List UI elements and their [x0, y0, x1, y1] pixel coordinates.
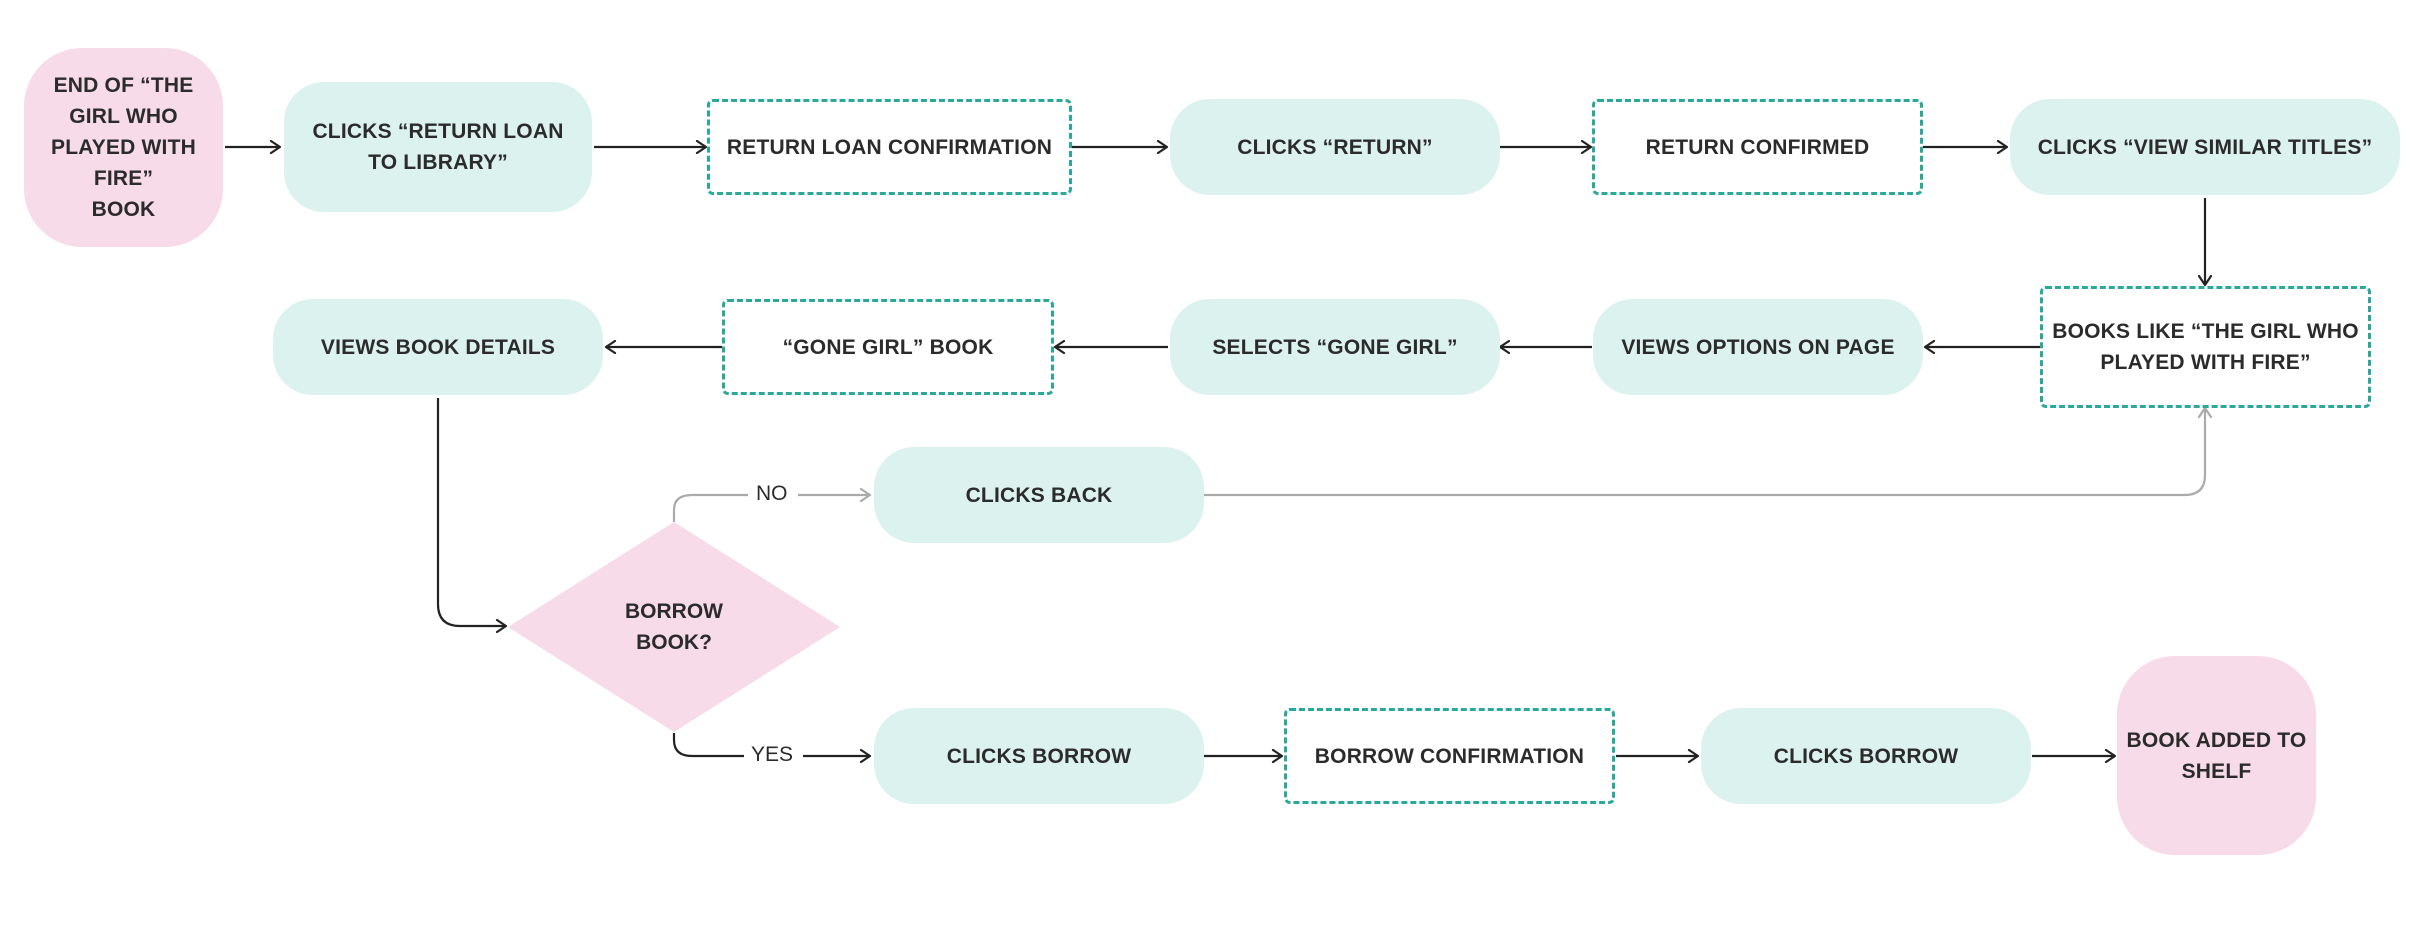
clicks-borrow-action-1: CLICKS BORROW [874, 708, 1204, 804]
selects-gone-girl-action: SELECTS “GONE GIRL” [1170, 299, 1500, 395]
clicks-return-label: CLICKS “RETURN” [1237, 135, 1433, 159]
return-confirmed-screen: RETURN CONFIRMED [1592, 99, 1923, 195]
views-options-label: VIEWS OPTIONS ON PAGE [1621, 335, 1895, 359]
views-options-action: VIEWS OPTIONS ON PAGE [1593, 299, 1923, 395]
books-like-screen: BOOKS LIKE “THE GIRL WHO PLAYED WITH FIR… [2040, 286, 2371, 408]
borrow-confirmation-label: BORROW CONFIRMATION [1314, 744, 1585, 768]
books-like-label: BOOKS LIKE “THE GIRL WHO PLAYED WITH FIR… [2052, 320, 2359, 374]
return-loan-action: CLICKS “RETURN LOAN TO LIBRARY” [284, 82, 592, 212]
gone-girl-book-screen: “GONE GIRL” BOOK [722, 299, 1054, 395]
clicks-back-action: CLICKS BACK [874, 447, 1204, 543]
end-node-label: BOOK ADDED TO SHELF [2126, 728, 2307, 783]
decision-diamond [508, 522, 840, 732]
clicks-borrow-label-2: CLICKS BORROW [1773, 744, 1959, 768]
gone-girl-book-label: “GONE GIRL” BOOK [782, 335, 994, 359]
edge-decision-no [672, 493, 748, 522]
views-details-action: VIEWS BOOK DETAILS [273, 299, 603, 395]
end-node: BOOK ADDED TO SHELF [2117, 656, 2316, 855]
return-loan-confirmation-screen: RETURN LOAN CONFIRMATION [707, 99, 1072, 195]
yes-label: YES [747, 743, 798, 767]
clicks-borrow-label-1: CLICKS BORROW [946, 744, 1132, 768]
return-confirmed-label: RETURN CONFIRMED [1645, 135, 1870, 159]
edge-clicks-back-to-books-like [1204, 408, 2205, 497]
views-details-label: VIEWS BOOK DETAILS [320, 335, 556, 359]
edge-views-details-to-decision [436, 398, 506, 626]
start-node: END OF “THE GIRL WHO PLAYED WITH FIRE” B… [24, 48, 223, 247]
view-similar-action: CLICKS “VIEW SIMILAR TITLES” [2010, 99, 2400, 195]
clicks-return-action: CLICKS “RETURN” [1170, 99, 1500, 195]
no-label: NO [752, 482, 792, 506]
return-loan-confirmation-label: RETURN LOAN CONFIRMATION [726, 135, 1053, 159]
selects-gone-girl-label: SELECTS “GONE GIRL” [1212, 335, 1458, 359]
clicks-back-label: CLICKS BACK [965, 483, 1113, 507]
start-node-label: END OF “THE GIRL WHO PLAYED WITH FIRE” B… [51, 74, 196, 221]
return-loan-label: CLICKS “RETURN LOAN TO LIBRARY” [312, 120, 564, 174]
edge-decision-yes [672, 733, 744, 758]
decision-label: BORROW BOOK? [625, 600, 723, 654]
view-similar-label: CLICKS “VIEW SIMILAR TITLES” [2037, 135, 2373, 159]
borrow-confirmation-screen: BORROW CONFIRMATION [1284, 708, 1615, 804]
clicks-borrow-action-2: CLICKS BORROW [1701, 708, 2031, 804]
decision-label-box: BORROW BOOK? [574, 580, 774, 674]
